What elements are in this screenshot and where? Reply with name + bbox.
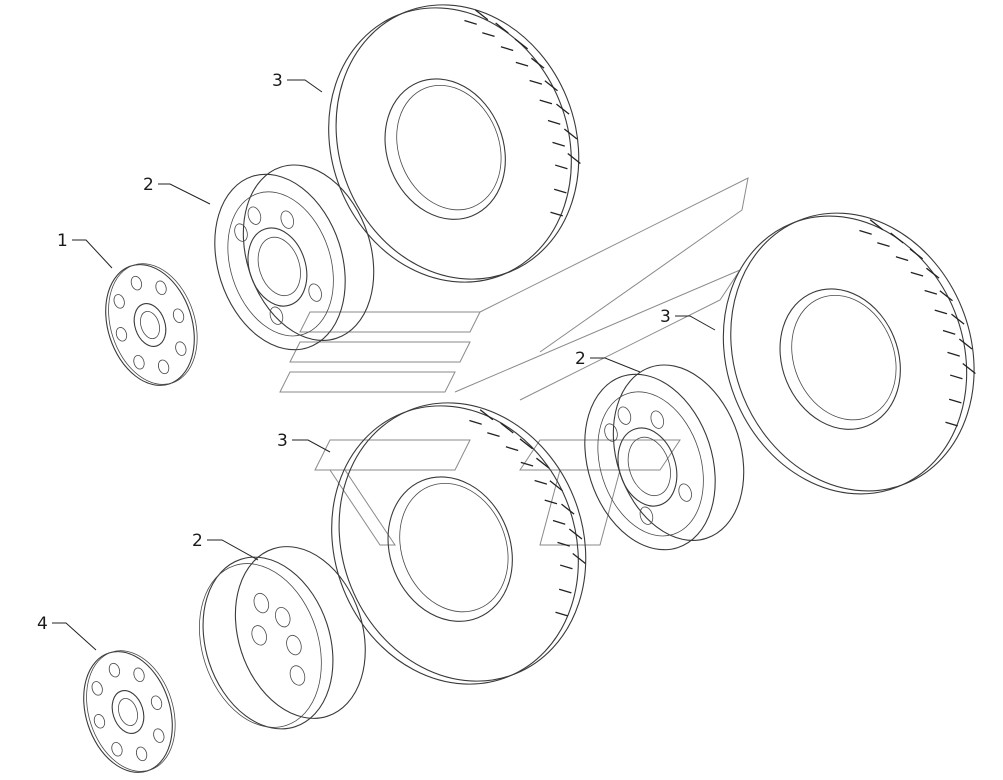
callout-label-3: 3 xyxy=(660,307,671,327)
callout-label-4: 4 xyxy=(37,614,48,634)
tire-right xyxy=(722,212,976,495)
callout-label-2: 2 xyxy=(143,175,154,195)
callout-label-3: 3 xyxy=(277,431,288,451)
callout-label-3: 3 xyxy=(272,71,283,91)
tire-top xyxy=(328,4,581,283)
callout-label-1: 1 xyxy=(57,231,68,251)
hub-cover-bottom xyxy=(83,650,176,773)
hub-cover-top xyxy=(105,263,198,386)
tread-pattern xyxy=(859,219,976,427)
tread-pattern xyxy=(464,9,581,217)
wheel-rim-bottom xyxy=(199,546,366,730)
callout-label-2: 2 xyxy=(192,531,203,551)
leader-lines xyxy=(52,79,716,651)
watermark-logo xyxy=(279,177,749,546)
tire-center xyxy=(331,402,587,685)
callout-labels: 3 2 1 3 2 3 2 4 xyxy=(37,71,671,634)
tread-pattern xyxy=(469,409,586,617)
wheel-rim-top xyxy=(214,164,375,351)
wheel-rim-right xyxy=(584,364,745,551)
callout-label-2: 2 xyxy=(575,349,586,369)
